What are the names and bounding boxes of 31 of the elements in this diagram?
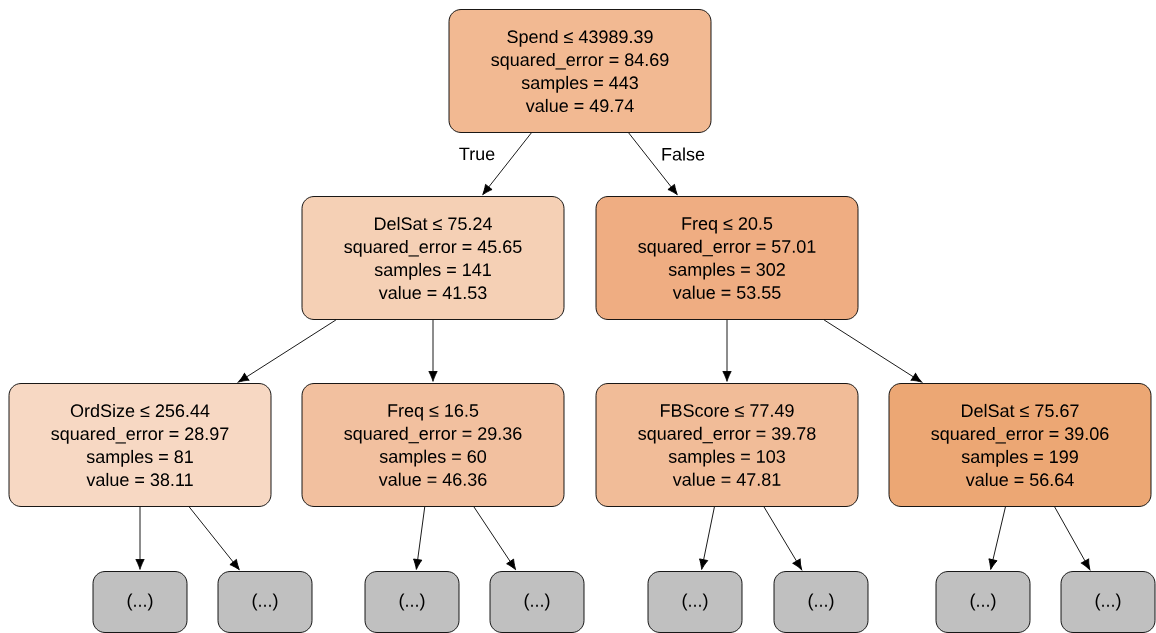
arrow: [763, 506, 803, 571]
truncated-node-box: (...): [935, 571, 1031, 633]
arrow: [413, 506, 426, 570]
tree-node-box: Freq ≤ 20.5 squared_error = 57.01 samples = 302 value = 53.55: [595, 196, 859, 320]
arrow: [237, 319, 337, 383]
tree-node-box: DelSat ≤ 75.24 squared_error = 45.65 samples = 141 value = 41.53: [301, 196, 565, 320]
arrow: [135, 506, 145, 570]
tree-node-box: OrdSize ≤ 256.44 squared_error = 28.97 samples = 81 value = 38.11: [8, 383, 272, 507]
arrow: [473, 506, 517, 571]
arrow: [699, 506, 715, 570]
arrow: [988, 506, 1006, 570]
tree-node-box: FBScore ≤ 77.49 squared_error = 39.78 samples = 103 value = 47.81: [595, 383, 859, 507]
truncated-node-box: (...): [92, 571, 188, 633]
tree-node-box: Freq ≤ 16.5 squared_error = 29.36 samples = 60 value = 46.36: [301, 383, 565, 507]
truncated-node-box: (...): [217, 571, 313, 633]
truncated-node-box: (...): [773, 571, 869, 633]
truncated-node-box: (...): [364, 571, 460, 633]
tree-node-box: DelSat ≤ 75.67 squared_error = 39.06 samples = 199 value = 56.64: [888, 383, 1152, 507]
arrow: [722, 319, 732, 382]
tree-node-box: Spend ≤ 43989.39 squared_error = 84.69 samples = 443 value = 49.74: [448, 9, 712, 133]
arrow: [482, 132, 532, 196]
truncated-node-box: (...): [489, 571, 585, 633]
arrow: [1054, 506, 1091, 571]
edge-label: False: [660, 146, 706, 162]
arrow: [823, 319, 923, 383]
edge-label: True: [457, 146, 497, 162]
truncated-node-box: (...): [1060, 571, 1156, 633]
arrow: [188, 506, 240, 571]
arrow: [428, 319, 438, 382]
truncated-node-box: (...): [647, 571, 743, 633]
arrow: [628, 132, 678, 196]
